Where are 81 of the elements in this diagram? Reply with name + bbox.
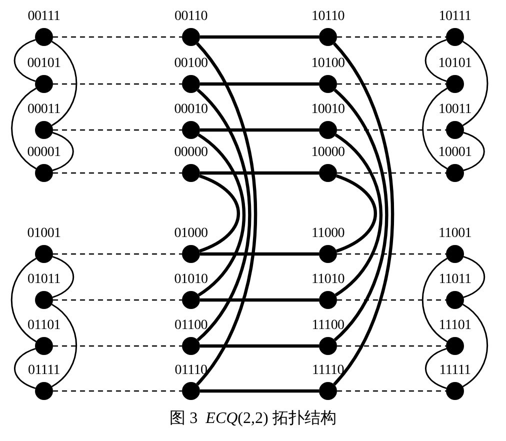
vertex-label: 00010 [173,101,209,119]
vertex-label: 00101 [26,55,62,73]
curved-line [462,40,488,126]
vertex-label: 01100 [174,317,208,335]
curved-line [10,258,37,342]
curved-line [52,256,74,298]
vertex-label: 11011 [438,271,472,289]
vertex-label: 10011 [438,101,472,119]
vertex-label: 11000 [310,225,346,243]
line [200,82,319,86]
vertex-label: 01110 [174,362,208,380]
curved-line [334,88,388,342]
vertex-label: 11110 [311,362,345,380]
vertex-label: 10001 [437,144,473,162]
line [200,35,319,39]
line [200,298,319,302]
vertex-label: 01111 [27,362,61,380]
vertex-label: 10111 [438,8,472,26]
curved-line [424,39,447,82]
curved-line [52,132,74,172]
vertex-label: 11001 [438,225,472,243]
dashed-line [53,345,182,347]
dashed-line [337,299,446,301]
figure-caption: 图 3 ECQ(2,2) 拓扑结构 [168,408,338,429]
curved-line [196,88,252,342]
dashed-line [53,253,182,255]
curved-line [51,40,78,126]
curved-line [425,348,447,389]
curved-line [332,42,394,386]
vertex-label: 01001 [26,225,62,243]
curved-line [198,134,246,296]
vertex-label: 01101 [26,317,62,335]
curved-line [14,348,36,389]
vertex-label: 10100 [310,55,346,73]
vertex-label: 00001 [26,144,62,162]
vertex-label: 10101 [437,55,473,73]
vertex-label: 01010 [173,271,209,289]
vertex-label: 00100 [173,55,209,73]
dashed-line [53,299,182,301]
line [200,171,319,175]
dashed-line [337,129,446,131]
curved-line [334,134,382,296]
curved-line [198,174,240,253]
line [200,252,319,256]
curved-line [14,39,36,82]
vertex-label: 11101 [438,317,472,335]
dashed-line [53,172,182,174]
dashed-line [337,253,446,255]
curved-line [196,42,258,386]
curved-line [422,88,448,170]
curved-line [463,132,485,172]
curved-line [51,304,78,388]
dashed-line [337,345,446,347]
vertex-label: 10000 [310,144,346,162]
vertex-label: 00111 [26,8,62,26]
vertex-label: 01011 [26,271,62,289]
curved-line [422,258,448,342]
dashed-line [337,172,446,174]
curved-line [11,88,37,170]
dashed-line [53,129,182,131]
line [200,128,319,132]
vertex-label: 00110 [174,8,208,26]
dashed-line [53,36,182,38]
dashed-line [53,83,182,85]
dashed-line [337,36,446,38]
vertex-label: 00000 [173,144,209,162]
vertex-label: 01000 [173,225,209,243]
dashed-line [53,390,182,392]
line [200,389,319,393]
dashed-line [337,390,446,392]
vertex-label: 00011 [26,101,62,119]
dashed-line [337,83,446,85]
curved-line [463,256,486,298]
curved-line [462,304,488,388]
vertex-label: 11111 [438,362,472,380]
line [200,344,319,348]
vertex-label: 10110 [310,8,346,26]
vertex-label: 10010 [310,101,346,119]
curved-line [336,174,377,253]
vertex-label: 11100 [310,317,346,335]
vertex-label: 11010 [310,271,346,289]
